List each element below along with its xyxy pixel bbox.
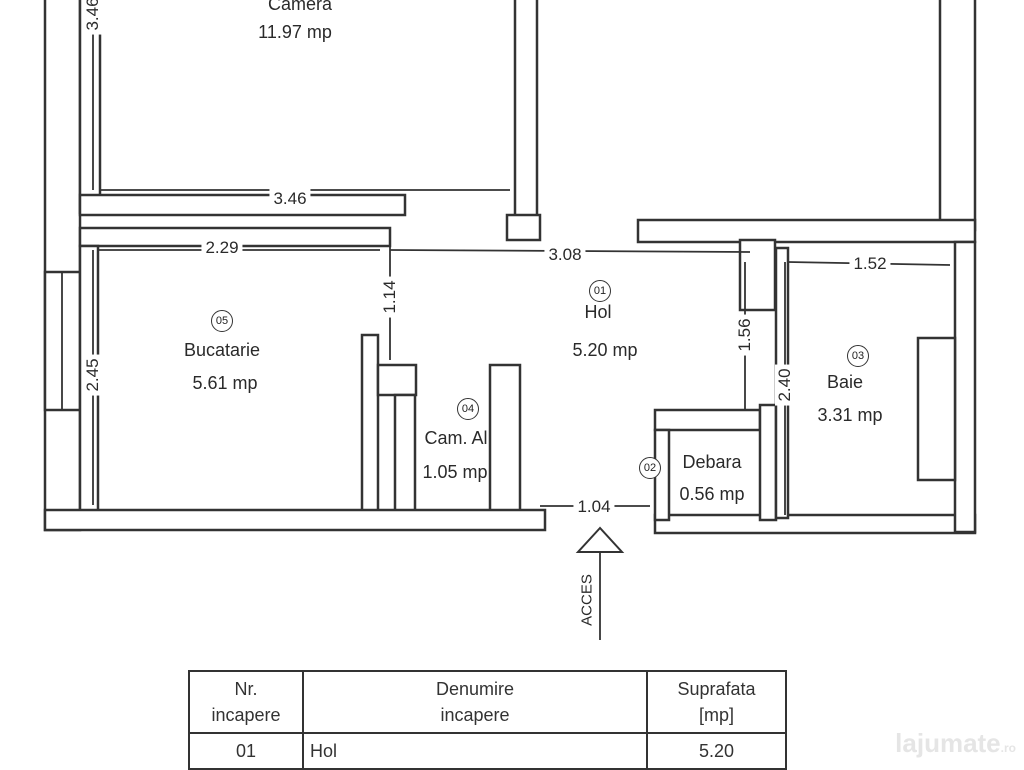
- room-number-baie: 03: [847, 345, 869, 367]
- dimension-baie-height: 2.40: [775, 364, 795, 406]
- access-label: ACCES: [578, 570, 596, 630]
- table-header-row: Nr. incapere Denumire incapere Suprafata…: [188, 670, 787, 734]
- room-area-camara: 1.05 mp: [422, 462, 488, 482]
- room-area-bucatarie: 5.61 mp: [192, 373, 258, 393]
- room-name-hol: Hol: [584, 302, 612, 322]
- room-name-baie: Baie: [826, 372, 864, 392]
- dimension-camera-height: 3.46: [83, 0, 103, 35]
- room-area-hol: 5.20 mp: [572, 340, 638, 360]
- dimension-hol-width: 3.08: [544, 245, 586, 265]
- dimension-camera-width: 3.46: [269, 189, 311, 209]
- watermark-text: lajumate: [895, 728, 1001, 758]
- dimension-debara-height: 1.56: [735, 314, 755, 356]
- room-name-camara: Cam. Al: [424, 428, 488, 448]
- dimension-baie-width: 1.52: [849, 254, 891, 274]
- watermark-suffix: .ro: [1000, 741, 1016, 755]
- dimension-bucatarie-height: 2.45: [83, 354, 103, 396]
- header-room-area: Suprafata [mp]: [646, 670, 787, 734]
- cell-room-area: 5.20: [646, 732, 787, 770]
- cell-room-name: Hol: [302, 732, 648, 770]
- dimension-door-width: 1.04: [573, 497, 615, 517]
- room-area-camera: 11.97 mp: [258, 22, 332, 42]
- header-room-name: Denumire incapere: [302, 670, 648, 734]
- table-row: 01 Hol 5.20: [188, 732, 787, 770]
- room-area-baie: 3.31 mp: [817, 405, 883, 425]
- room-area-debara: 0.56 mp: [679, 484, 745, 504]
- room-number-bucatarie: 05: [211, 310, 233, 332]
- rooms-table: Nr. incapere Denumire incapere Suprafata…: [188, 670, 787, 770]
- room-name-bucatarie: Bucatarie: [183, 340, 261, 360]
- room-name-camera: Camera: [267, 0, 333, 14]
- room-number-camara: 04: [457, 398, 479, 420]
- dimension-hol-height: 1.14: [380, 276, 400, 318]
- room-name-debara: Debara: [682, 452, 742, 472]
- watermark-logo: lajumate.ro: [895, 728, 1016, 759]
- header-room-number: Nr. incapere: [188, 670, 304, 734]
- room-number-hol: 01: [589, 280, 611, 302]
- cell-room-number: 01: [188, 732, 304, 770]
- dimension-bucatarie-width: 2.29: [201, 238, 243, 258]
- room-number-debara: 02: [639, 457, 661, 479]
